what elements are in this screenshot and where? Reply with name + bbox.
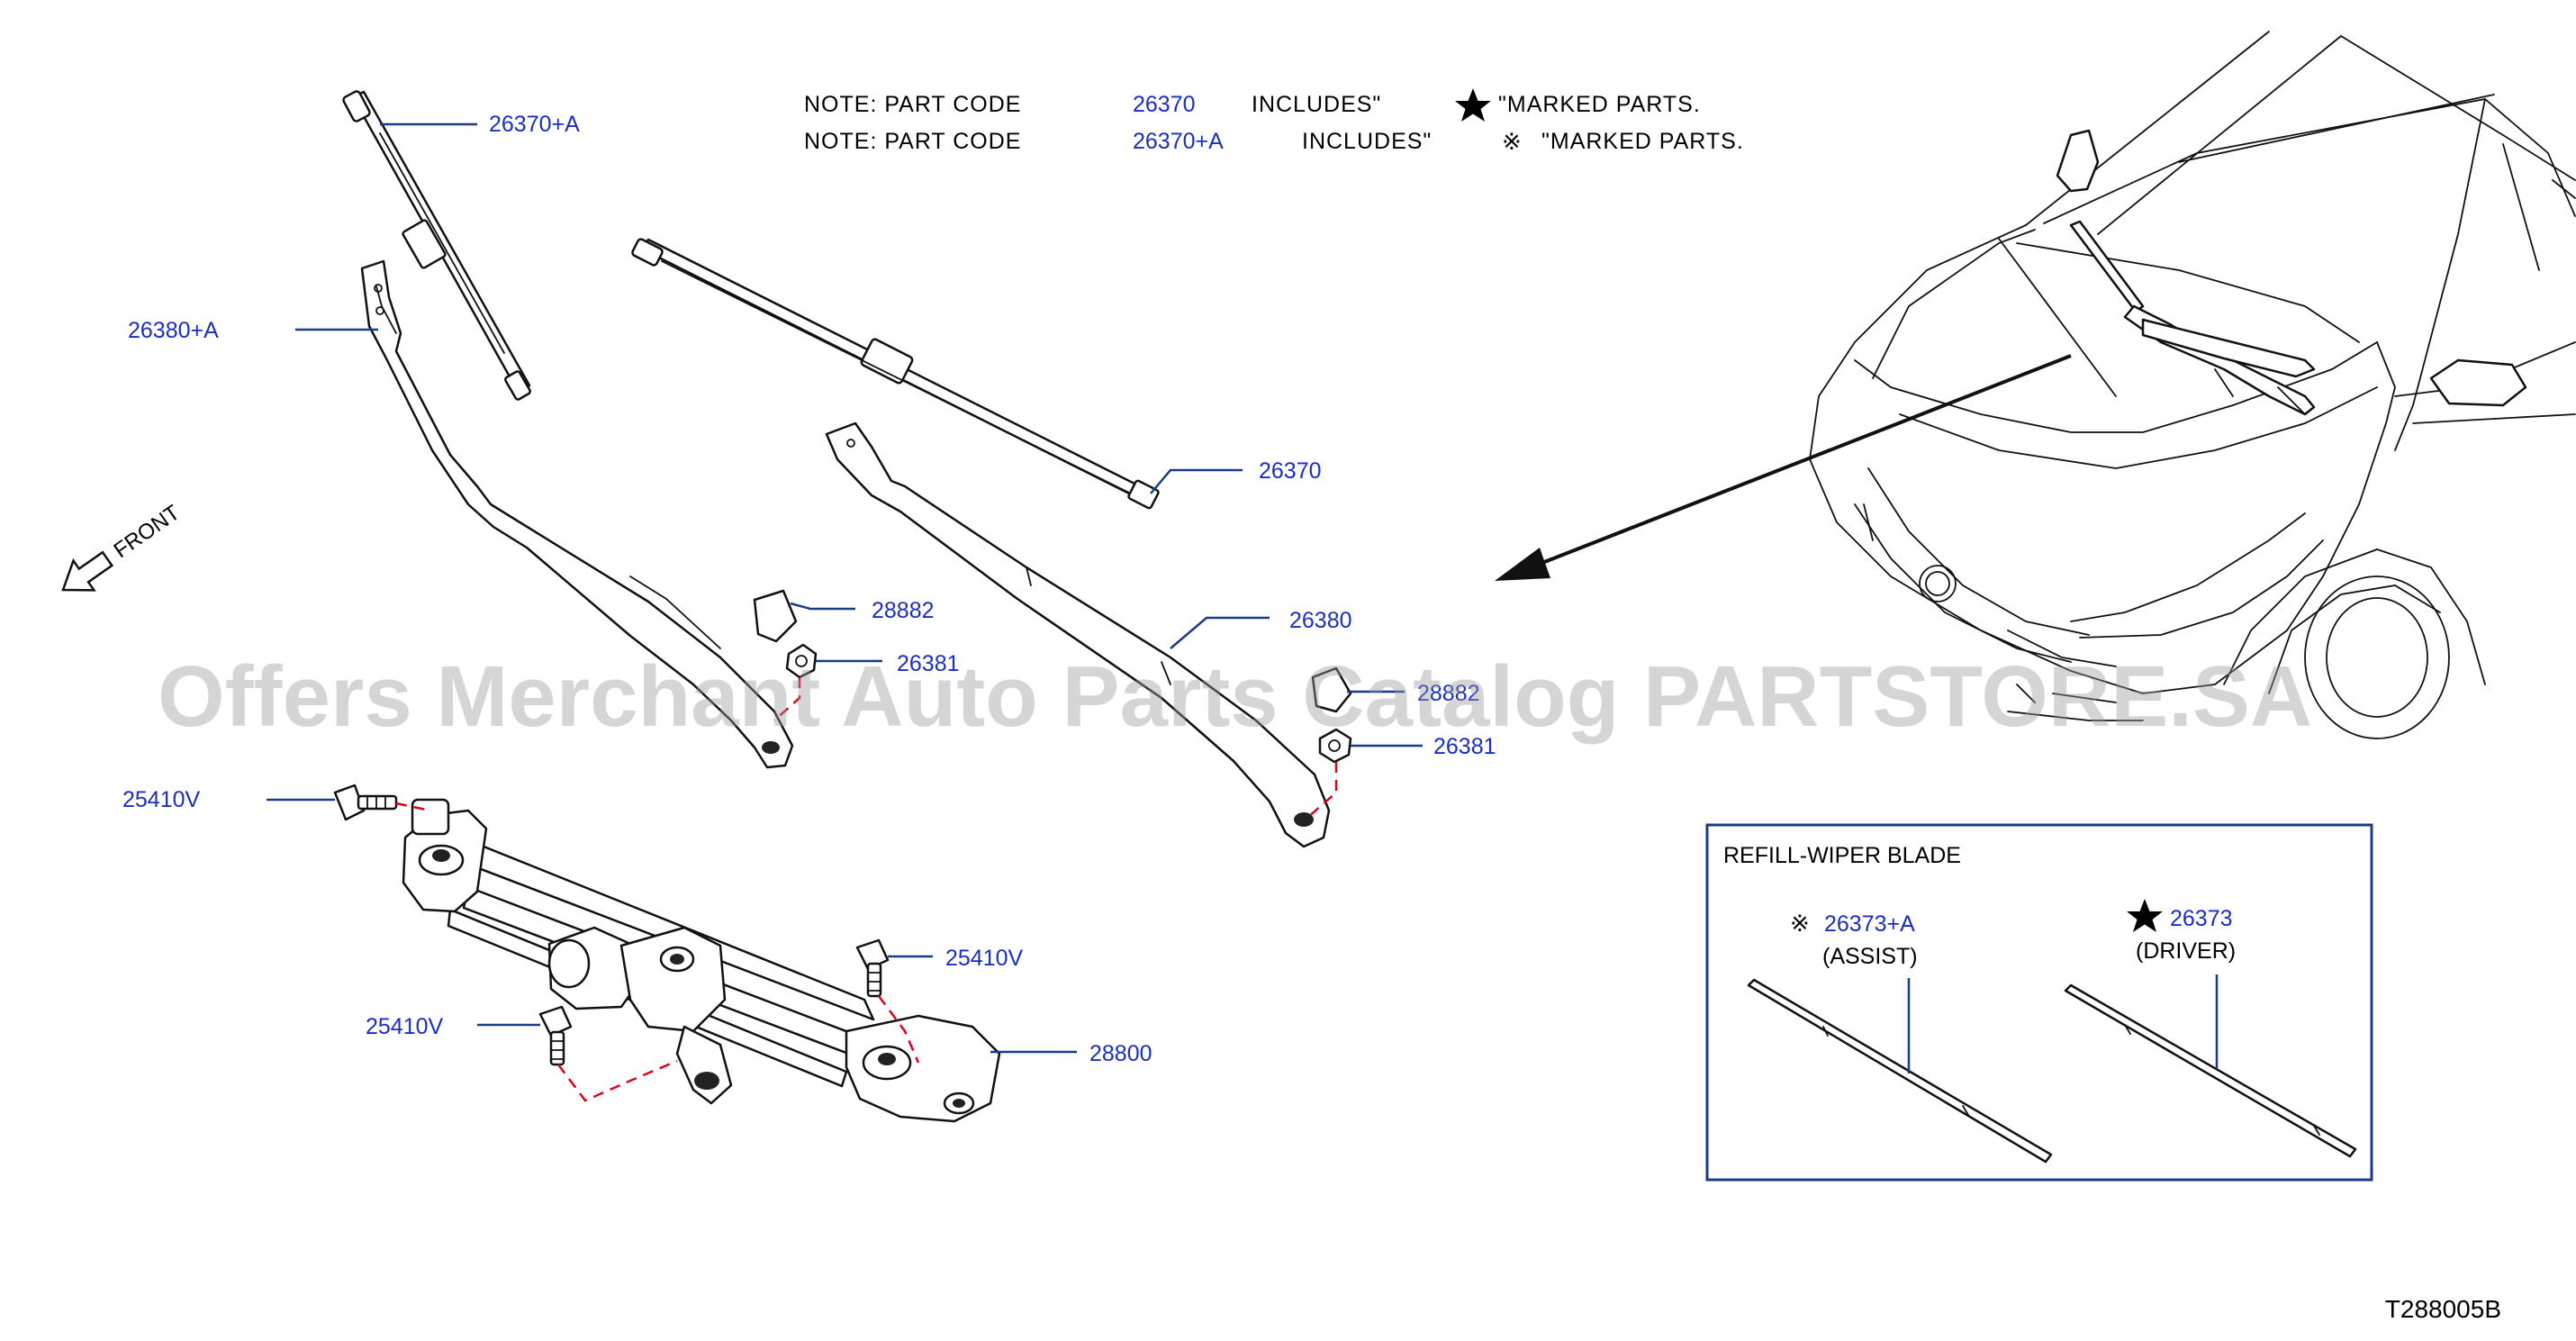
pivot-cap-right[interactable]: [1311, 666, 1352, 713]
mounting-bolt-right[interactable]: [855, 938, 890, 998]
assist-wiper-blade[interactable]: [342, 90, 531, 401]
note-2-code[interactable]: 26370+A: [1133, 129, 1224, 154]
note-1-prefix: NOTE: PART CODE: [804, 92, 1021, 117]
note-1-includes: INCLUDES": [1252, 92, 1381, 117]
label-cap-right[interactable]: 28882: [1417, 681, 1480, 706]
diagram-id: T288005B: [2385, 1295, 2501, 1323]
note-1-code[interactable]: 26370: [1133, 92, 1196, 117]
label-bolt-top[interactable]: 25410V: [122, 787, 201, 812]
label-arm-assist[interactable]: 26380+A: [128, 318, 219, 343]
label-arm-driver[interactable]: 26380: [1289, 608, 1352, 633]
front-indicator: FRONT: [61, 500, 185, 592]
leader-arm-driver: [1170, 616, 1270, 649]
fastener-line-bolt-bottom: [557, 1059, 678, 1102]
note-2-includes: INCLUDES": [1302, 129, 1432, 154]
refill-driver-name: (DRIVER): [2136, 938, 2236, 964]
refill-assist-name: (ASSIST): [1822, 944, 1918, 969]
driver-wiper-arm[interactable]: [825, 421, 1331, 848]
fastener-line-right: [1306, 762, 1338, 819]
fastener-line-left: [773, 677, 801, 721]
star-icon: [1455, 88, 1491, 122]
label-bolt-bottom[interactable]: 25410V: [366, 1014, 444, 1039]
wiper-linkage-motor[interactable]: [402, 798, 1001, 1123]
label-nut-left[interactable]: 26381: [897, 651, 960, 676]
assist-wiper-arm[interactable]: [360, 259, 794, 769]
fastener-line-bolt-top: [395, 802, 431, 812]
refill-assist-strip[interactable]: [1747, 978, 2053, 1164]
label-bolt-right[interactable]: 25410V: [945, 946, 1024, 971]
view-pointer-arrowhead-icon: [1495, 548, 1550, 581]
watermark-text: Offers Merchant Auto Parts Catalog PARTS…: [158, 648, 2312, 745]
mounting-bolt-bottom[interactable]: [538, 1005, 573, 1066]
reference-mark-icon: ※: [1502, 128, 1522, 155]
leader-cap-left: [790, 602, 855, 611]
reference-mark-icon: ※: [1790, 910, 1810, 937]
driver-wiper-blade[interactable]: [631, 238, 1160, 510]
refill-box-title: REFILL-WIPER BLADE: [1723, 843, 1961, 868]
refill-assist-code[interactable]: 26373+A: [1824, 911, 1915, 937]
pivot-nut-left[interactable]: [785, 643, 818, 679]
leader-blade-driver: [1150, 468, 1243, 494]
front-label: FRONT: [110, 500, 185, 563]
label-cap-left[interactable]: 28882: [872, 598, 935, 623]
pivot-nut-right[interactable]: [1318, 728, 1352, 764]
note-1-suffix: "MARKED PARTS.: [1498, 92, 1701, 117]
note-2-prefix: NOTE: PART CODE: [804, 129, 1021, 154]
refill-box-frame: [1705, 823, 2373, 1182]
notes: NOTE: PART CODE 26370 INCLUDES" "MARKED …: [804, 88, 1744, 155]
fastener-line-bolt-right: [877, 995, 920, 1064]
front-arrow-icon: [61, 550, 114, 592]
label-blade-driver[interactable]: 26370: [1259, 458, 1322, 484]
callouts: 26370+A 26380+A 26370 26380 28882 26381 …: [122, 112, 1496, 1066]
vehicle-illustration: [1495, 31, 2576, 739]
refill-driver-code[interactable]: 26373: [2170, 906, 2233, 931]
pivot-cap-left[interactable]: [753, 589, 798, 643]
note-2-suffix: "MARKED PARTS.: [1541, 129, 1744, 154]
refill-driver-strip[interactable]: [2064, 983, 2357, 1158]
label-nut-right[interactable]: 26381: [1433, 734, 1496, 759]
label-linkage[interactable]: 28800: [1089, 1041, 1152, 1066]
view-pointer-line: [1530, 354, 2072, 569]
label-blade-assist[interactable]: 26370+A: [489, 112, 580, 137]
mounting-bolt-top[interactable]: [333, 784, 398, 821]
star-icon: [2127, 899, 2163, 932]
refill-wiper-blade-box: REFILL-WIPER BLADE ※ 26373+A (ASSIST) 26…: [1705, 823, 2373, 1182]
